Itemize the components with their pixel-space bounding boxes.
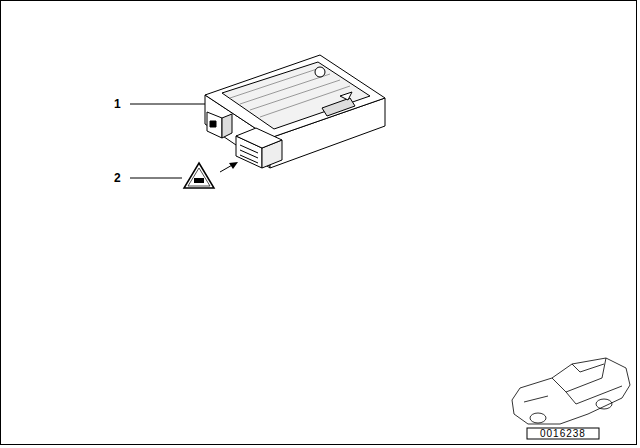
callout-number: 2 (114, 172, 121, 184)
car-thumbnail (512, 358, 630, 424)
leader-line (130, 104, 205, 105)
callout-number: 1 (114, 98, 121, 110)
diagram-number: 0016238 (540, 429, 586, 439)
control-module (205, 55, 385, 168)
leader-line (130, 178, 182, 179)
symbol-triangle (184, 163, 214, 188)
number-box (527, 428, 599, 439)
arrow (220, 162, 238, 172)
